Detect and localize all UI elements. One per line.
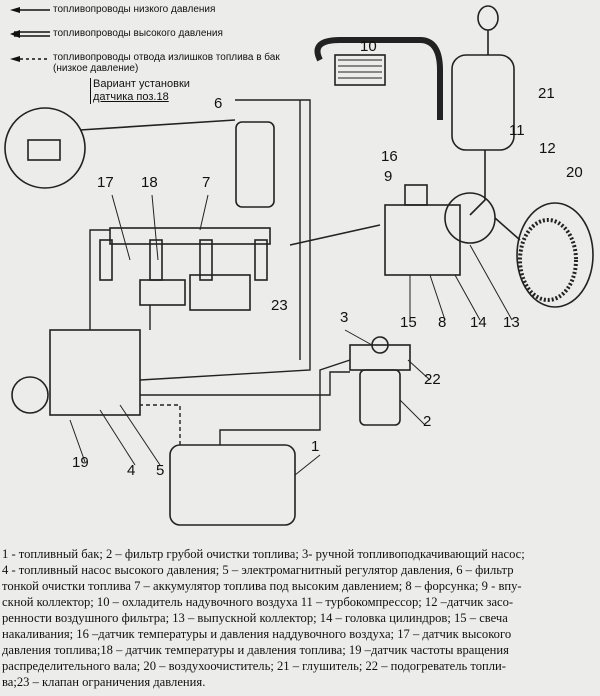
intercooler-pipe [314, 37, 443, 120]
air-cleaner [516, 202, 594, 308]
dashed-arrow-icon [10, 56, 50, 62]
inset-pointer [79, 119, 236, 131]
high-pressure-pump [49, 329, 141, 416]
callout-9: 9 [384, 168, 393, 185]
callout-1: 1 [311, 438, 320, 455]
callout-20: 20 [566, 164, 583, 181]
inset-circle [4, 107, 86, 189]
callout-21: 21 [538, 85, 555, 102]
callout-14: 14 [470, 314, 487, 331]
callout-19: 19 [72, 454, 89, 471]
callout-15: 15 [400, 314, 417, 331]
caption-line: ва;23 – клапан ограничения давления. [2, 675, 206, 689]
injectors [99, 239, 268, 281]
exhaust-outlet [477, 5, 499, 31]
coarse-filter [359, 369, 401, 426]
caption-line: распределительного вала; 20 – воздухоочи… [2, 659, 506, 673]
turbocharger [444, 192, 496, 244]
intake-manifold [404, 184, 428, 206]
solid-arrow-icon [10, 6, 50, 13]
legend-return-line: топливопроводы отвода излишков топлива в… [10, 52, 280, 74]
callout-4: 4 [127, 462, 136, 479]
caption-line: ренности воздушного фильтра; 13 – выпуск… [2, 611, 508, 625]
callout-12: 12 [539, 140, 556, 157]
legend-low-pressure: топливопроводы низкого давления [10, 4, 215, 15]
legend-return-label: топливопроводы отвода излишков топлива в… [53, 52, 280, 63]
pointer-to-engine [289, 224, 381, 246]
callout-10: 10 [360, 38, 377, 55]
callout-17: 17 [97, 174, 114, 191]
callout-13: 13 [503, 314, 520, 331]
callout-2: 2 [423, 413, 432, 430]
muffler [451, 54, 515, 151]
callout-23: 23 [271, 297, 288, 314]
callout-6: 6 [214, 95, 223, 112]
legend-high-pressure: топливопроводы высокого давления [10, 28, 223, 39]
fuel-rail [109, 227, 271, 245]
pump-pulley [11, 376, 49, 414]
fuel-tank [169, 444, 296, 526]
caption-line: тонкой очистки топлива 7 – аккумулятор т… [2, 579, 522, 593]
caption-line: 4 - топливный насос высокого давления; 5… [2, 563, 514, 577]
sensor-variant-note: Вариант установки датчика поз.18 [90, 78, 190, 104]
callout-18: 18 [141, 174, 158, 191]
pressure-regulator-block [139, 279, 186, 306]
callout-11: 11 [509, 122, 525, 139]
fuel-lines [89, 99, 351, 445]
legend-return-label-2: (низкое давление) [53, 63, 139, 74]
callout-5: 5 [156, 462, 165, 479]
caption-line: накаливания; 16 –датчик температуры и да… [2, 627, 512, 641]
intercooler [334, 54, 386, 86]
callout-8: 8 [438, 314, 447, 331]
caption-line: 1 - топливный бак; 2 – фильтр грубой очи… [2, 547, 525, 561]
bracket [189, 274, 251, 311]
callout-16: 16 [381, 148, 398, 165]
fine-filter [235, 121, 275, 208]
callout-22: 22 [424, 371, 441, 388]
filter-head [349, 344, 411, 371]
caption-line: давления топлива;18 – датчик температуры… [2, 643, 509, 657]
inset-sensor [27, 139, 61, 161]
cylinder-head [384, 204, 461, 276]
fuel-system-diagram [4, 5, 594, 526]
caption: 1 - топливный бак; 2 – фильтр грубой очи… [2, 546, 600, 690]
double-arrow-icon [10, 29, 50, 38]
callout-7: 7 [202, 174, 211, 191]
callout-3: 3 [340, 309, 349, 326]
caption-line: скной коллектор; 10 – охладитель надувоч… [2, 595, 514, 609]
